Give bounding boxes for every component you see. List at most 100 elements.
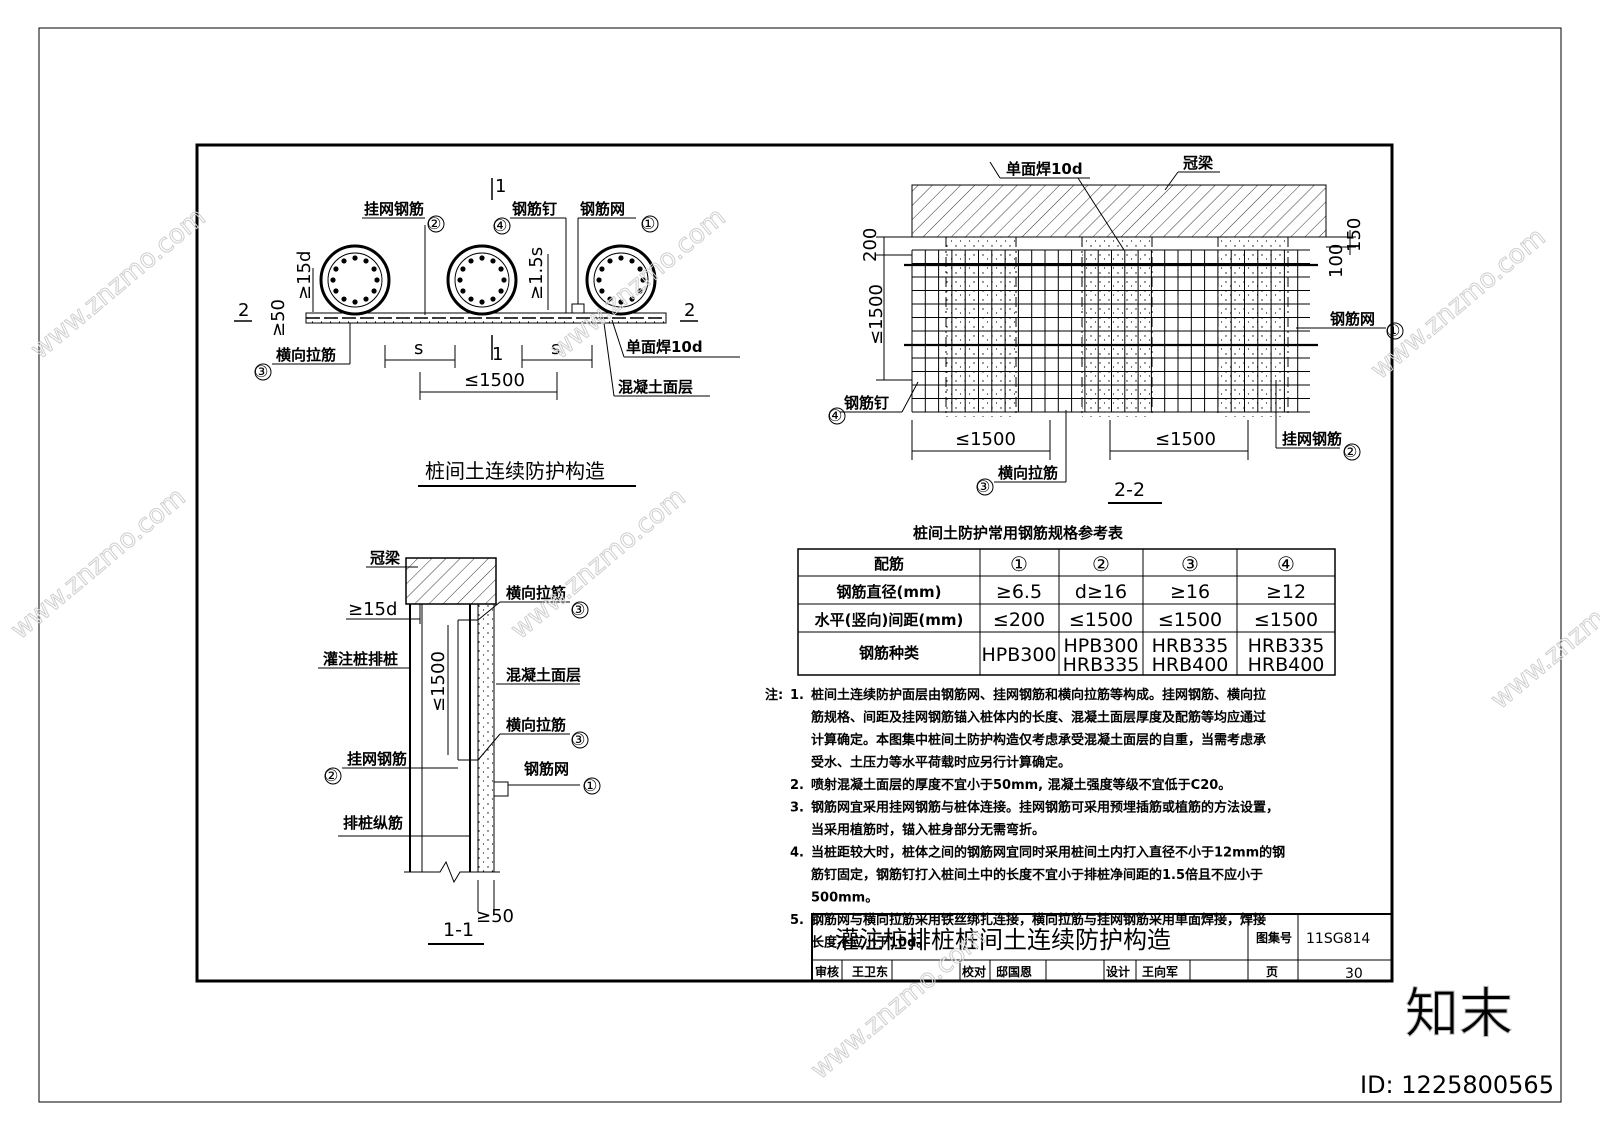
- dim-1500-11: ≤1500: [428, 651, 449, 712]
- design-name: 王向军: [1142, 964, 1178, 979]
- pile-circle: [593, 252, 649, 308]
- concrete-face-11: [477, 603, 495, 873]
- atlas-no: 11SG814: [1306, 931, 1370, 947]
- pile-strip: [946, 237, 1016, 417]
- note-line: 筋规格、间距及挂网钢筋锚入桩体内的长度、混凝土面层厚度及配筋等均应通过: [810, 710, 1266, 726]
- page-no: 30: [1345, 966, 1363, 982]
- crown-beam-11: [405, 557, 497, 605]
- dim-v1500: ≤1500: [866, 284, 887, 345]
- leader: [477, 601, 501, 621]
- callout-1: [641, 215, 659, 233]
- title-block: 灌注桩排桩桩间土连续防护构造 图集号 11SG814 审核 王卫东 校对 邸国恩…: [811, 913, 1393, 982]
- rebar-dot: [501, 277, 507, 283]
- dim-50-11: ≥50: [476, 906, 514, 927]
- section-2-left: 2: [238, 300, 249, 321]
- atlas-label: 图集号: [1256, 930, 1292, 945]
- td-2-1: HPB300: [981, 644, 1056, 666]
- rebar-dot: [599, 266, 605, 272]
- callout-3: [254, 363, 272, 381]
- review-name: 王卫东: [852, 964, 888, 979]
- dim-1500: ≤1500: [464, 370, 525, 391]
- rebar-dot: [457, 277, 463, 283]
- callout-2: [427, 215, 445, 233]
- label-hangnet: 挂网钢筋: [364, 200, 424, 218]
- check-label: 校对: [962, 964, 986, 979]
- note-line: 受水、土压力等水平荷载时应另行计算确定。: [811, 755, 1071, 771]
- rebar-dot: [637, 288, 643, 294]
- note-line: 当采用植筋时，锚入桩身部分无需弯折。: [811, 822, 1045, 838]
- th-0: 配筋: [874, 555, 904, 573]
- dim-15d-11: ≥15d: [348, 599, 397, 620]
- caption-top: 桩间土连续防护构造: [425, 459, 605, 483]
- leader: [989, 161, 1001, 179]
- check-name: 邸国恩: [996, 964, 1032, 979]
- rebar-dot: [490, 296, 496, 302]
- rebar-dot: [468, 296, 474, 302]
- rebar-dot: [607, 258, 613, 264]
- callout-1-22-text: ①: [1386, 321, 1400, 340]
- pile-rebar-dots: [330, 255, 646, 305]
- label-concrete: 混凝土面层: [618, 378, 693, 396]
- label-weld-22: 单面焊10d: [1006, 160, 1083, 178]
- watermark-id: ID: 1225800565: [1360, 1071, 1554, 1099]
- td-3-2: HRB335: [1063, 654, 1140, 676]
- pile-strip: [1082, 237, 1152, 417]
- leader: [611, 319, 625, 358]
- note-line: 筋钉固定，钢筋钉打入桩间土中的长度不宜小于排桩净间距的1.5倍且不应小于: [810, 867, 1263, 883]
- rebar-dot: [599, 288, 605, 294]
- label-beam-22: 冠梁: [1183, 154, 1214, 172]
- rebar-dot: [371, 266, 377, 272]
- watermark-site: www.znzmo.com: [505, 482, 691, 645]
- review-label: 审核: [815, 964, 839, 979]
- table-title: 桩间土防护常用钢筋规格参考表: [913, 524, 1124, 542]
- rebar-dot: [363, 296, 369, 302]
- td-1-4: ≤1500: [1254, 609, 1318, 631]
- notes: 注: 1.桩间土连续防护面层由钢筋网、挂网钢筋和横向拉筋等构成。挂网钢筋、横向拉…: [765, 687, 1285, 951]
- leader: [477, 733, 501, 761]
- td-0-4: ≥12: [1266, 581, 1306, 603]
- note-line: 500mm。: [811, 891, 878, 906]
- section-1-1: 冠梁 ≥15d 灌注桩排桩 横向拉筋 ③ 混凝土面层 横向拉筋 ③ 挂网钢筋 ②…: [318, 549, 601, 945]
- rebar-dot: [341, 296, 347, 302]
- label-hangnet-11: 挂网钢筋: [347, 750, 407, 768]
- callout-3b-11-text: ③: [571, 730, 585, 749]
- rebar-dot: [618, 255, 624, 261]
- th-4: ④: [1277, 552, 1295, 576]
- note-line: 计算确定。本图集中桩间土防护构造仅考虑承受混凝土面层的自重，当需考虑承: [811, 732, 1266, 748]
- spec-table: 桩间土防护常用钢筋规格参考表 配筋 ① ② ③ ④ 钢筋直径(mm) ≥6.5 …: [797, 524, 1336, 676]
- callout-2-text: ②: [427, 214, 441, 233]
- th-1: ①: [1010, 552, 1028, 576]
- callout-3b-11: [571, 731, 589, 749]
- leader: [603, 322, 615, 397]
- rebar-dot: [468, 258, 474, 264]
- td-2-0: 钢筋种类: [859, 644, 920, 662]
- callout-3-22-text: ③: [976, 477, 990, 496]
- rebar-dot: [607, 296, 613, 302]
- rebar-dot: [640, 277, 646, 283]
- label-tie-a-11: 横向拉筋: [506, 584, 566, 602]
- note-number: 3.: [790, 801, 804, 816]
- section-2-2: 单面焊10d 冠梁 200 ≤1500 150 100 钢筋网 ① 钢筋钉 ④ …: [828, 154, 1404, 504]
- notes-prefix: 注:: [765, 687, 783, 703]
- label-tie-b-11: 横向拉筋: [506, 716, 566, 734]
- watermark-site: www.znzmo.com: [25, 202, 211, 365]
- callout-4: [493, 217, 511, 235]
- td-0-2: d≥16: [1075, 581, 1127, 603]
- watermark-logo: 知末: [1405, 982, 1513, 1045]
- callout-4-text: ④: [493, 216, 507, 235]
- dim-150: 150: [1344, 218, 1365, 252]
- page-label: 页: [1266, 965, 1278, 979]
- section-mark-bottom: 1: [492, 344, 503, 365]
- label-pile-11: 灌注桩排桩: [323, 650, 398, 668]
- label-beam-11: 冠梁: [370, 549, 401, 567]
- callout-3-22: [976, 478, 994, 496]
- leader: [1164, 171, 1179, 191]
- top-plan-view: 1 1 2 2 s s ≤1500 ≥15d ≥50 ≥1.5s 挂网钢筋 ② …: [234, 176, 740, 487]
- dim-s-1: s: [414, 338, 423, 359]
- note-line: 喷射混凝土面层的厚度不宜小于50mm, 混凝土强度等级不宜低于C20。: [811, 777, 1231, 793]
- th-2: ②: [1092, 552, 1110, 576]
- rebar-dot: [333, 266, 339, 272]
- callout-2-22-text: ②: [1343, 442, 1357, 461]
- label-long-11: 排桩纵筋: [343, 814, 403, 832]
- mesh-plate-11: [493, 781, 509, 797]
